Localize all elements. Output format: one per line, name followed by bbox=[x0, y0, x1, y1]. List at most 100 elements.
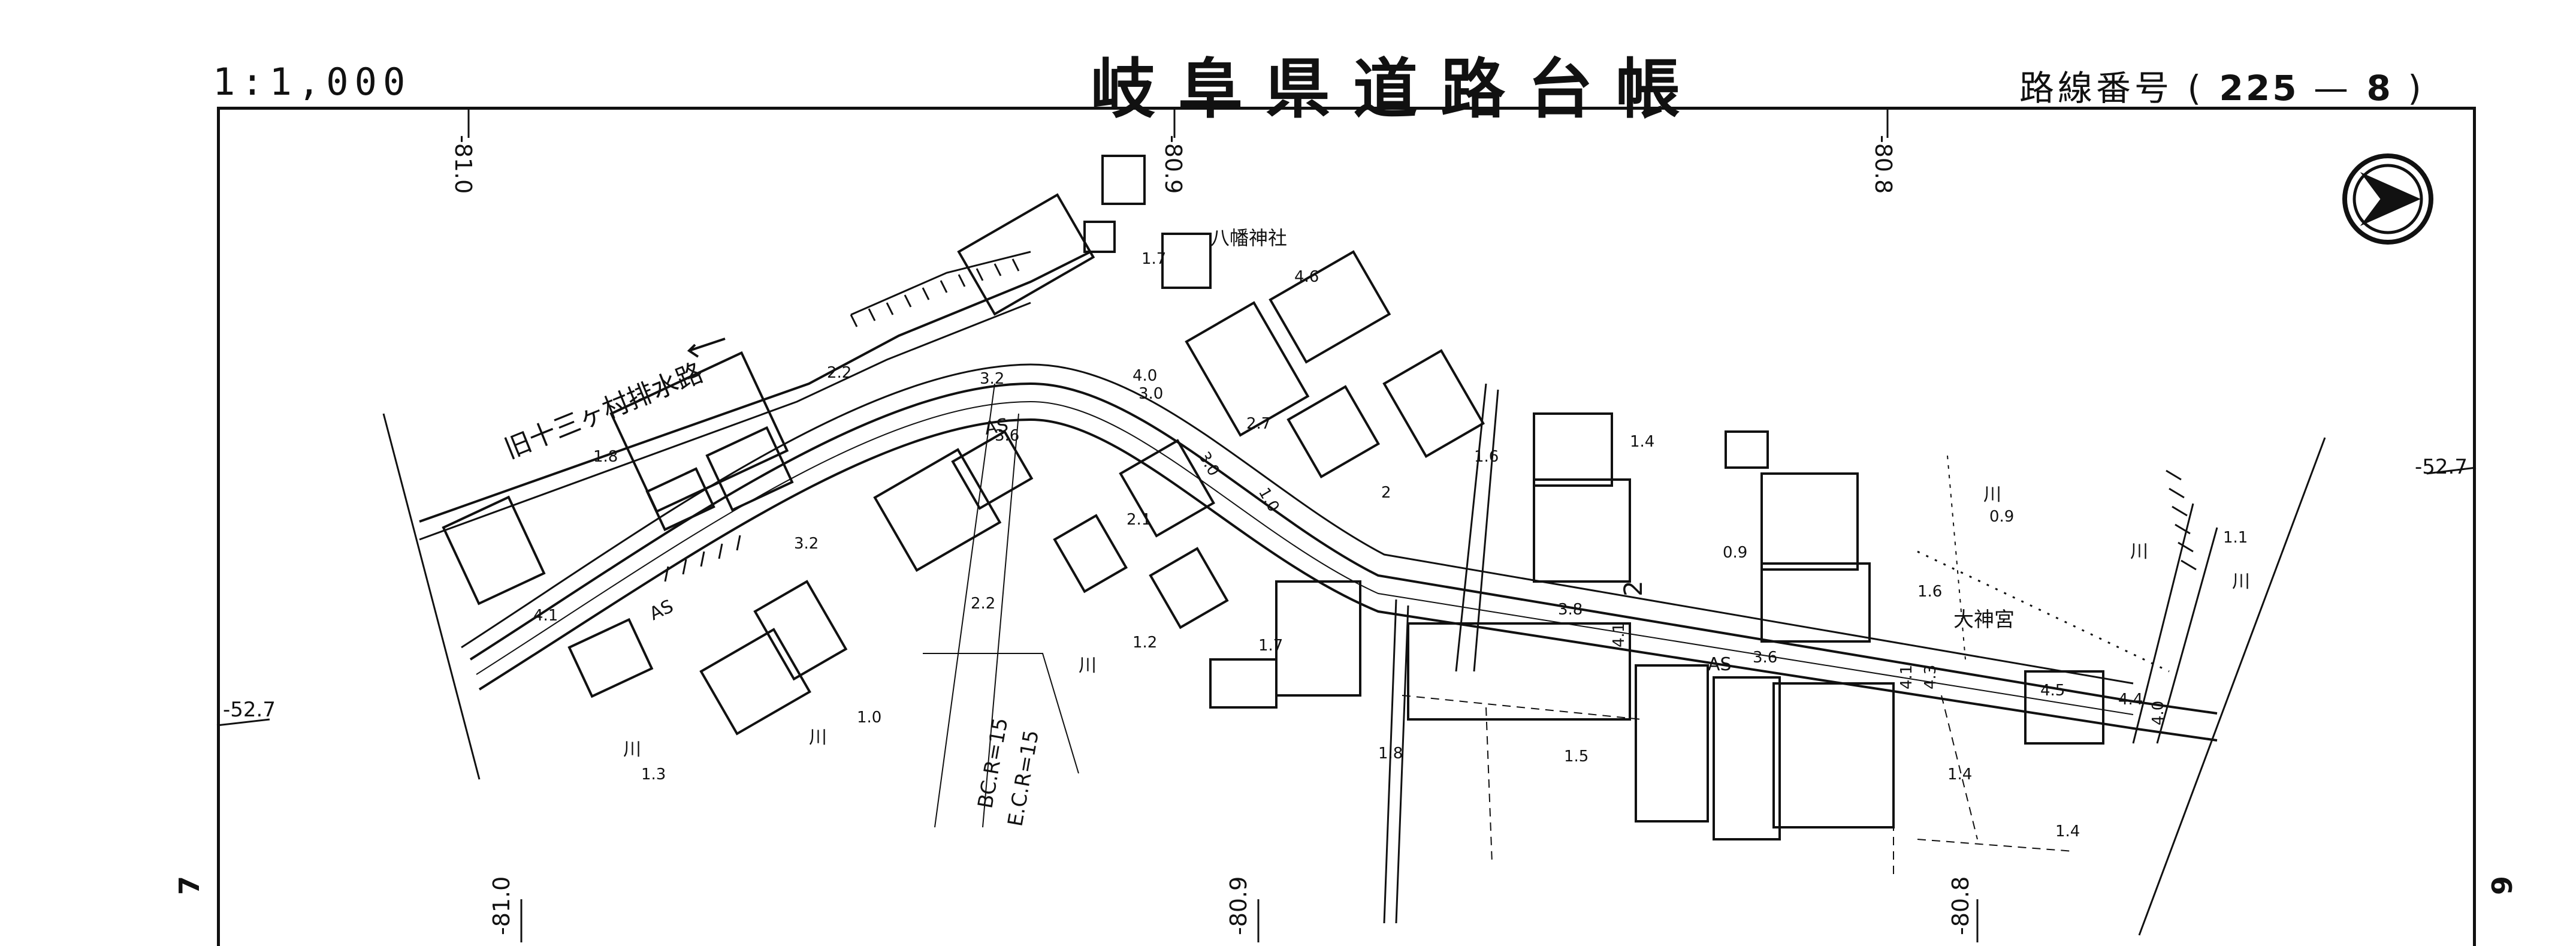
route-close-paren: ) bbox=[2408, 68, 2425, 109]
road-edge-north bbox=[469, 382, 2218, 715]
elevation-point: 1.5 bbox=[1564, 748, 1589, 766]
building bbox=[442, 495, 546, 605]
building bbox=[951, 430, 1034, 510]
elevation-point: 3.6 bbox=[995, 427, 1019, 445]
building bbox=[645, 467, 715, 532]
land-use-symbol: 川 bbox=[809, 727, 827, 748]
building bbox=[1725, 430, 1769, 469]
route-dash: — bbox=[2314, 68, 2352, 109]
curve-leader-line bbox=[923, 383, 1079, 828]
elevation-point: 3.2 bbox=[794, 535, 819, 553]
grid-label-top-mid: -80.9 bbox=[1160, 135, 1186, 194]
grid-label-left-edge: -52.7 bbox=[223, 698, 276, 722]
land-use-symbol: 川 bbox=[2130, 541, 2148, 562]
elevation-point: 4.6 bbox=[1294, 268, 1319, 286]
embankment-top bbox=[850, 251, 1031, 316]
hachiman-shrine-label: 八幡神社 bbox=[1210, 227, 1287, 249]
building bbox=[1772, 682, 1895, 828]
page-mark-left: 7 bbox=[173, 875, 206, 896]
building bbox=[1533, 412, 1613, 487]
building bbox=[1149, 547, 1229, 629]
north-arrow-icon bbox=[2360, 172, 2421, 226]
elevation-point: 4.1 bbox=[533, 607, 558, 625]
elevation-point: 1.4 bbox=[1947, 766, 1972, 784]
building bbox=[873, 448, 1002, 572]
elevation-point: 1.3 bbox=[641, 766, 666, 784]
road-width-dimension: 1.0 bbox=[1255, 485, 1283, 516]
building bbox=[1635, 664, 1709, 823]
building bbox=[567, 617, 654, 698]
building bbox=[2024, 670, 2104, 745]
elevation-point: 3.8 bbox=[1558, 601, 1583, 619]
building bbox=[1275, 580, 1361, 697]
elevation-point: 4.4 bbox=[2118, 691, 2143, 709]
route-label-text: 路線番号 bbox=[2019, 68, 2173, 109]
road-surface-label: AS bbox=[647, 596, 677, 625]
drainage-channel-lower bbox=[419, 302, 1031, 541]
elevation-point: 1.6 bbox=[1474, 448, 1499, 466]
building bbox=[1185, 301, 1310, 437]
page-title: 岐阜県道路台帳 bbox=[1091, 52, 1704, 127]
road-surface-label: AS bbox=[983, 415, 1010, 439]
building bbox=[1533, 478, 1631, 583]
side-road bbox=[1455, 383, 1499, 672]
grid-label-right-edge: -52.7 bbox=[2415, 455, 2468, 479]
road-width-dimension: 3.0 bbox=[1195, 449, 1223, 480]
page-mark-right: 9 bbox=[2486, 875, 2519, 896]
building bbox=[1760, 472, 1859, 571]
elevation-point: 4.0 bbox=[1133, 367, 1157, 385]
road-width-dimension: 4.1 bbox=[1610, 623, 1628, 647]
building bbox=[1119, 439, 1215, 538]
elevation-point: 1.4 bbox=[1630, 433, 1654, 451]
map-clip-left bbox=[382, 413, 481, 780]
grid-label-top-right: -80.8 bbox=[1870, 135, 1896, 194]
elevation-point: 3.6 bbox=[1753, 649, 1777, 667]
grid-label-top-left: -81.0 bbox=[450, 135, 476, 194]
land-use-symbol: 川 bbox=[2232, 571, 2250, 592]
elevation-point: 2.2 bbox=[971, 595, 995, 613]
building bbox=[609, 351, 789, 513]
map-frame bbox=[217, 107, 2476, 946]
elevation-point: 0.9 bbox=[1989, 508, 2014, 526]
building bbox=[699, 628, 811, 736]
elevation-point: 1.4 bbox=[2055, 823, 2080, 840]
building bbox=[753, 580, 848, 681]
road-centre-line bbox=[476, 400, 2134, 715]
grid-label-bottom-mid: -80.9 bbox=[1225, 876, 1252, 935]
flow-arrow-icon bbox=[687, 338, 726, 358]
map-scale: 1:1,000 bbox=[213, 60, 412, 104]
route-number: 225 bbox=[2219, 68, 2299, 109]
building bbox=[705, 426, 794, 512]
land-use-symbol: 川 bbox=[623, 739, 641, 760]
building bbox=[957, 193, 1095, 316]
drainage-channel-upper bbox=[419, 251, 1091, 523]
elevation-point: 1.7 bbox=[1141, 250, 1166, 268]
building bbox=[1209, 658, 1278, 709]
ogamigu-shrine-label: 大神宮 bbox=[1953, 608, 2015, 632]
river-line-right bbox=[2132, 503, 2194, 744]
curve-bc-label: BC.R=15 bbox=[973, 716, 1013, 810]
elevation-point: 1.7 bbox=[1258, 637, 1283, 655]
elevation-point: 1.2 bbox=[1133, 634, 1157, 652]
elevation-point: 3.2 bbox=[980, 370, 1004, 388]
building bbox=[1053, 514, 1128, 593]
building bbox=[1269, 250, 1391, 364]
elevation-point: 2.1 bbox=[1127, 511, 1151, 529]
route-section: 8 bbox=[2366, 68, 2393, 109]
elevation-point: 2 bbox=[1381, 484, 1391, 502]
elevation-point: 0.9 bbox=[1723, 544, 1747, 562]
building bbox=[1407, 622, 1631, 721]
road-width-dimension: 4.0 bbox=[2149, 701, 2167, 725]
road-width-dimension: 3.0 bbox=[1138, 385, 1163, 403]
elevation-point: 2.7 bbox=[1246, 415, 1271, 433]
road-edge-south bbox=[478, 418, 2218, 742]
elevation-point: 4.5 bbox=[2040, 682, 2065, 700]
fence-line bbox=[1917, 550, 2170, 673]
land-use-symbol: 川 bbox=[1079, 655, 1097, 676]
side-road-south bbox=[1383, 599, 1409, 924]
land-use-symbol: 川 bbox=[1983, 484, 2001, 505]
elevation-point: 1.1 bbox=[2223, 529, 2248, 547]
map-clip-right bbox=[2138, 437, 2326, 936]
building bbox=[1161, 233, 1212, 289]
